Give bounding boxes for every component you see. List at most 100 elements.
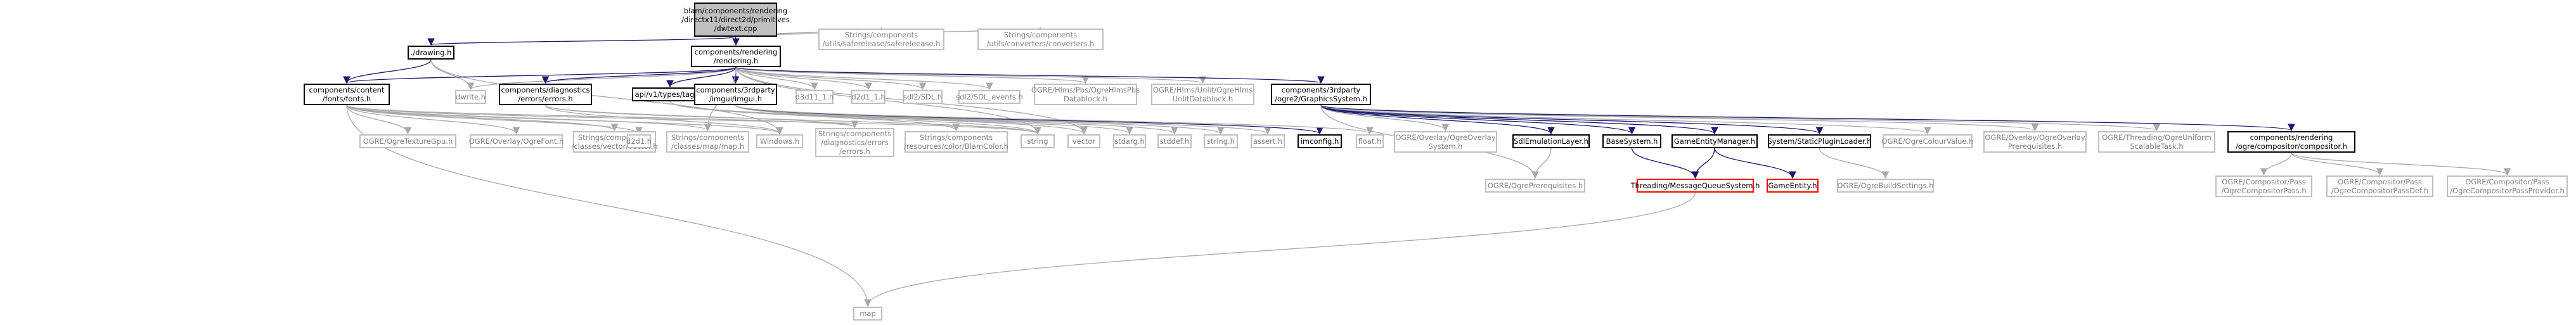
edge-rendering-to-dwrite (467, 67, 737, 91)
node-label-line: components/rendering (694, 48, 778, 56)
node-label-line: OGRE/Compositor/Pass (2338, 177, 2422, 186)
node-basesys[interactable]: BaseSystem.h (1602, 134, 1661, 148)
node-cpass: OGRE/Compositor/Pass/OgreCompositorPass.… (2215, 175, 2312, 197)
node-label-line: /OgreCompositorPassDef.h (2331, 186, 2429, 195)
node-gfx[interactable]: components/3rdparty/ogre2/GraphicsSystem… (1271, 84, 1371, 105)
edge-fonts-to-serr (346, 105, 858, 129)
node-float: float.h (1356, 134, 1384, 148)
node-label-line: /diagnostics/errors (821, 138, 889, 147)
node-root[interactable]: blam/components/rendering/directx11/dire… (681, 3, 790, 37)
node-d2d1-1: d2d1_1.h (851, 90, 886, 104)
node-map: map (853, 307, 882, 321)
node-imconfig[interactable]: imconfig.h (1298, 134, 1342, 148)
node-label-line: Strings/components (1003, 30, 1078, 39)
node-stddef: stddef.h (1157, 134, 1192, 148)
edge-errors-to-string (544, 105, 1041, 135)
node-label-line: OGRE/Threading/OgreUniform (2102, 133, 2212, 142)
node-gentity[interactable]: GameEntity.h (1767, 179, 1819, 193)
node-serr: Strings/components/diagnostics/errors/er… (815, 128, 894, 157)
edge-root-to-drawing (428, 36, 737, 46)
edge-drawing-to-dwrite (430, 59, 475, 91)
node-label-line: map (860, 309, 876, 318)
edge-gfx-to-sdlemu (1320, 105, 1555, 135)
node-compositor[interactable]: components/rendering/ogre/compositor/com… (2227, 131, 2355, 153)
node-label-line: sdl2/SDL_events.h (956, 92, 1023, 101)
node-label-line: stddef.h (1159, 137, 1190, 146)
edge-imgui-to-float (735, 105, 1374, 135)
node-label-line: string.h (1207, 137, 1235, 146)
node-label-line: /OgreCompositorPassProvider.h (2450, 186, 2565, 195)
node-label-line: /fonts/fonts.h (322, 94, 371, 103)
edge-rendering-to-d3d11 (735, 67, 818, 91)
node-label-line: OGRE/Compositor/Pass (2222, 177, 2306, 186)
node-label-line: /classes/map/map.h (671, 142, 745, 151)
edge-gfx-to-compositor (1320, 105, 2295, 132)
node-label-line: components/3rdparty (696, 86, 775, 94)
edge-rendering-to-sdlev (735, 67, 993, 91)
edge-fonts-to-ofont (346, 105, 520, 135)
node-sdlemu[interactable]: SdlEmulationLayer.h (1512, 134, 1590, 148)
edge-gfx-to-colval (1320, 105, 1931, 135)
edge-compositor-to-cpass (2260, 152, 2292, 176)
edge-gfx-to-ovprereq (1320, 105, 2038, 132)
edge-fonts-to-d2d1 (346, 105, 643, 135)
node-label-line: Datablock.h (1064, 94, 1107, 103)
node-mqs[interactable]: Threading/MessageQueueSystem.h (1631, 179, 1760, 193)
node-string: string (1021, 134, 1055, 148)
node-label-line: string (1027, 137, 1048, 146)
node-label-line: /imgui/imgui.h (709, 94, 763, 103)
node-static[interactable]: System/StaticPluginLoader.h (1767, 134, 1872, 148)
node-label-line: GameEntity.h (1768, 181, 1817, 190)
node-label-line: OGRE/OgreColourValue.h (1881, 137, 1974, 146)
node-tags[interactable]: api/v1/types/tags.h (632, 87, 708, 101)
node-label-line: vector (1072, 137, 1096, 146)
node-label-line: BaseSystem.h (1606, 137, 1658, 146)
node-map-h: Strings/components/classes/map/map.h (666, 131, 749, 153)
node-rendering[interactable]: components/rendering/rendering.h (691, 46, 781, 67)
node-fonts[interactable]: components/content/fonts/fonts.h (304, 84, 390, 105)
edge-fonts-to-string (346, 105, 1041, 135)
node-errors[interactable]: components/diagnostics/errors/errors.h (499, 84, 592, 105)
node-label-line: float.h (1358, 137, 1382, 146)
node-label-line: Strings/components (919, 133, 993, 142)
node-label-line: OGRE/Compositor/Pass (2465, 177, 2549, 186)
node-stdarg: stdarg.h (1113, 134, 1146, 148)
node-imgui[interactable]: components/3rdparty/imgui/imgui.h (694, 84, 777, 105)
edge-gfx-to-basesys (1320, 105, 1636, 135)
edge-gfx-to-gem (1320, 105, 1718, 135)
node-dwrite: dwrite.h (455, 90, 486, 104)
node-label-line: d2d1.h (626, 137, 652, 146)
edge-fonts-to-windows (346, 105, 783, 135)
edge-root-to-rendering (732, 36, 740, 46)
node-label-line: OGRE/OgreTextureGpu.h (363, 137, 453, 146)
node-label-line: Strings/components (844, 30, 918, 39)
node-label-line: /directx11/direct2d/primitives (681, 15, 790, 24)
node-label-line: /utils/converters/converters.h (986, 39, 1095, 48)
node-stringh: string.h (1204, 134, 1238, 148)
node-d3d11: d3d11_1.h (795, 90, 834, 104)
node-sdl: sdl2/SDL.h (903, 90, 943, 104)
node-sdlev: sdl2/SDL_events.h (956, 90, 1023, 104)
edge-errors-to-windows (544, 105, 783, 135)
node-label-line: OGRE/OgreBuildSettings.h (1837, 181, 1934, 190)
node-d2d1: d2d1.h (626, 134, 652, 148)
node-label-line: components/3rdparty (1281, 86, 1361, 94)
node-label-line: d3d11_1.h (795, 92, 834, 101)
edge-rendering-to-d2d1_1 (735, 67, 872, 91)
node-gem[interactable]: GameEntityManager.h (1671, 134, 1758, 148)
node-label-line: OGRE/Overlay/OgreFont.h (468, 137, 564, 146)
node-build: OGRE/OgreBuildSettings.h (1837, 179, 1934, 193)
edge-rendering-to-sdl (735, 67, 927, 91)
node-windows: Windows.h (756, 134, 803, 148)
node-label-line: /ogre/compositor/compositor.h (2235, 142, 2348, 151)
node-ofont: OGRE/Overlay/OgreFont.h (468, 134, 564, 148)
edge-mqs-to-map (864, 192, 1696, 307)
node-label-line: sdl2/SDL.h (903, 92, 943, 101)
node-label-line: /utils/saferelease/safereleease.h (822, 39, 941, 48)
node-label-line: UnlitDatablock.h (1172, 94, 1233, 103)
node-drawing[interactable]: ./drawing.h (408, 46, 454, 60)
